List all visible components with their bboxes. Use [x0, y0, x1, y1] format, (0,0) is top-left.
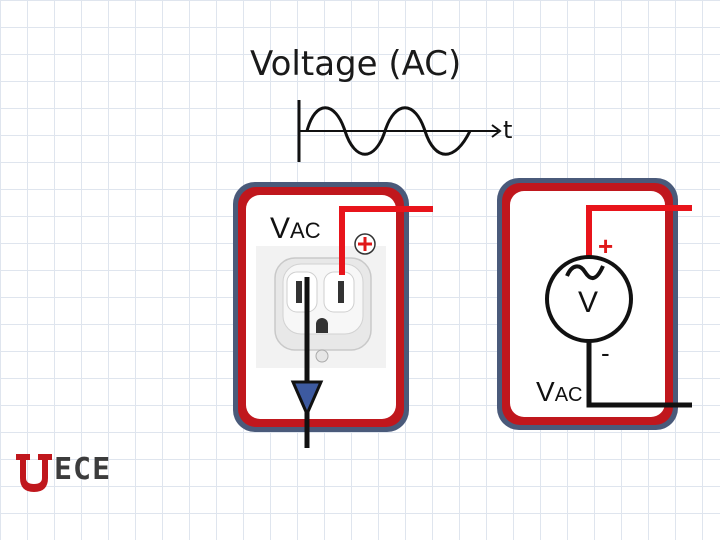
source-voltage-label: VAC: [536, 376, 582, 408]
ece-logo-text: ECE: [54, 452, 112, 487]
source-voltage-label-main: V: [536, 376, 555, 407]
outlet-voltage-label: VAC: [270, 212, 321, 246]
wall-outlet-icon: [256, 246, 386, 368]
source-letter: V: [578, 286, 599, 319]
sine-waveform: [297, 100, 502, 162]
source-red-wire: [586, 205, 692, 268]
plus-circle-icon: [354, 233, 376, 255]
source-black-wire: [586, 330, 692, 408]
source-plus-sign: +: [598, 231, 614, 261]
outlet-voltage-label-sub: AC: [290, 218, 321, 243]
outlet-voltage-label-main: V: [270, 212, 291, 245]
source-minus-sign: -: [601, 338, 610, 368]
university-u-logo: [16, 454, 52, 492]
time-axis-label: t: [503, 116, 513, 144]
ac-voltage-source-symbol: [545, 255, 633, 343]
outlet-red-wire: [339, 206, 433, 275]
outlet-black-wire: [290, 277, 324, 448]
source-voltage-label-sub: AC: [554, 384, 583, 406]
slide-title: Voltage (AC): [250, 44, 462, 84]
